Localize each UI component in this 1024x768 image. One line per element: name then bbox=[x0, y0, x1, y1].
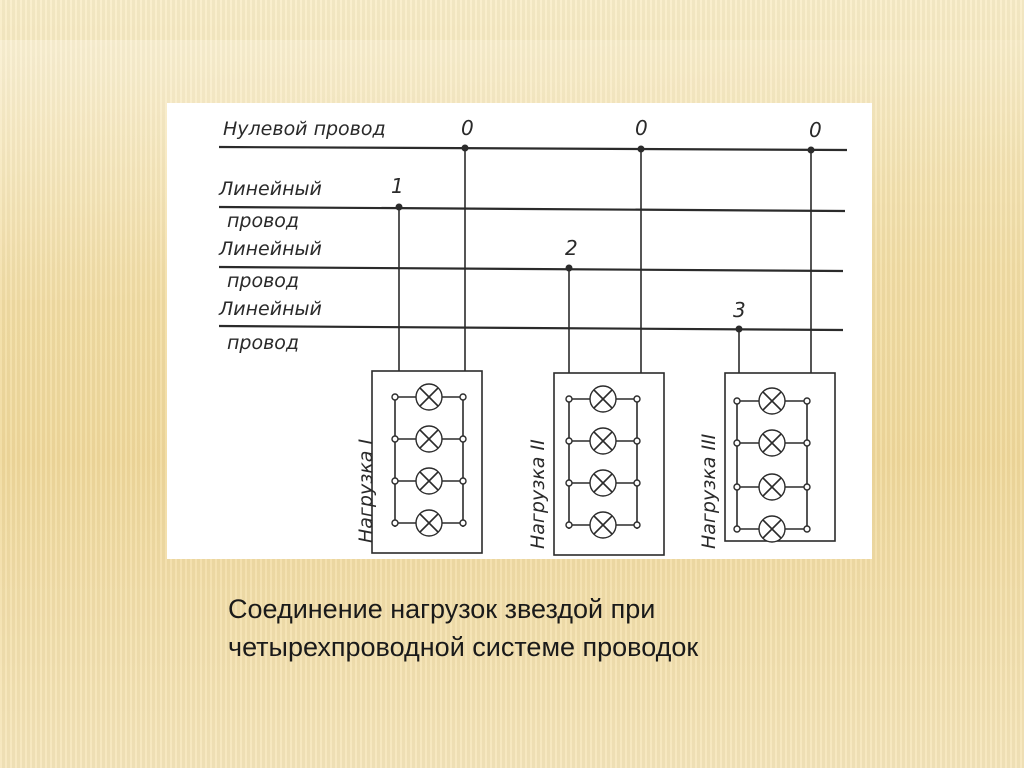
lamp-row bbox=[733, 387, 811, 415]
load-label-2: Нагрузка II bbox=[527, 439, 549, 549]
line-bus-3 bbox=[218, 324, 844, 332]
line-bus-1 bbox=[218, 205, 846, 213]
wiring-diagram-svg: Нулевой провод Линейный провод Линейный … bbox=[218, 116, 848, 556]
phase-mark-1: 1 bbox=[391, 174, 404, 198]
junction-dot bbox=[735, 325, 743, 333]
load-box-2 bbox=[553, 372, 665, 556]
neutral-mark-3: 0 bbox=[809, 118, 822, 142]
wiring-diagram: Нулевой провод Линейный провод Линейный … bbox=[167, 103, 872, 559]
line-wire-3-label-b: провод bbox=[227, 332, 299, 354]
lamp-row bbox=[565, 469, 641, 497]
load-group-3: Нагрузка III bbox=[698, 146, 836, 549]
lamp-row bbox=[565, 427, 641, 455]
load-label-3: Нагрузка III bbox=[698, 433, 720, 549]
lamp-row bbox=[733, 473, 811, 501]
line-wire-1-label-a: Линейный bbox=[218, 178, 322, 200]
junction-dot bbox=[637, 145, 645, 153]
lamp-row bbox=[391, 425, 467, 453]
lamp-row bbox=[391, 383, 467, 411]
phase-mark-2: 2 bbox=[565, 236, 578, 260]
load-group-2: Нагрузка II bbox=[527, 145, 665, 556]
lamp-row bbox=[733, 515, 811, 543]
load-box-1 bbox=[371, 370, 483, 554]
lamp-row bbox=[391, 467, 467, 495]
line-wire-3-label-a: Линейный bbox=[218, 298, 322, 320]
slide-caption: Соединение нагрузок звездой при четырехп… bbox=[228, 590, 928, 666]
lamp-row bbox=[565, 385, 641, 413]
load-group-1: Нагрузка I bbox=[355, 144, 483, 554]
junction-dot bbox=[395, 203, 403, 211]
line-wire-2-label-a: Линейный bbox=[218, 238, 322, 260]
line-bus-2 bbox=[218, 265, 844, 273]
phase-mark-3: 3 bbox=[733, 298, 746, 322]
neutral-wire-label: Нулевой провод bbox=[223, 118, 386, 140]
junction-dot bbox=[461, 144, 469, 152]
line-wire-1-label-b: провод bbox=[227, 210, 299, 232]
caption-line-1: Соединение нагрузок звездой при bbox=[228, 594, 656, 624]
lamp-row bbox=[391, 509, 467, 537]
neutral-mark-2: 0 bbox=[635, 116, 648, 140]
load-box-3 bbox=[724, 372, 836, 542]
neutral-mark-1: 0 bbox=[461, 116, 474, 140]
lamp-row bbox=[733, 429, 811, 457]
load-label-1: Нагрузка I bbox=[355, 439, 377, 543]
junction-dot bbox=[807, 146, 815, 154]
neutral-bus-line bbox=[218, 145, 848, 152]
caption-line-2: четырехпроводной системе проводок bbox=[228, 632, 699, 662]
junction-dot bbox=[565, 264, 573, 272]
lamp-row bbox=[565, 511, 641, 539]
line-wire-2-label-b: провод bbox=[227, 270, 299, 292]
